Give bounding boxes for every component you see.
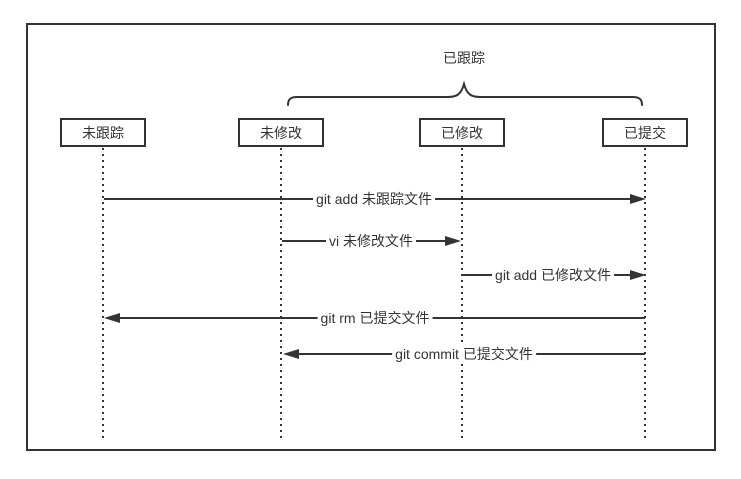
arrow-label-vi-unmodified: vi 未修改文件 [326, 231, 416, 251]
arrowhead-right-icon [445, 236, 461, 246]
arrow-label-git-add-untracked: git add 未跟踪文件 [313, 189, 435, 209]
arrowhead-right-icon [630, 194, 646, 204]
state-box-unmodified: 未修改 [238, 118, 324, 147]
state-box-modified: 已修改 [419, 118, 505, 147]
state-box-committed: 已提交 [602, 118, 688, 147]
arrowhead-left-icon [283, 349, 299, 359]
arrowhead-left-icon [104, 313, 120, 323]
tracked-brace [287, 80, 643, 106]
arrow-label-git-add-modified: git add 已修改文件 [492, 265, 614, 285]
arrowhead-right-icon [630, 270, 646, 280]
arrow-label-git-rm-committed: git rm 已提交文件 [317, 308, 433, 328]
tracked-group-label: 已跟踪 [443, 50, 485, 66]
state-box-untracked: 未跟踪 [60, 118, 146, 147]
arrow-label-git-commit: git commit 已提交文件 [392, 344, 536, 364]
